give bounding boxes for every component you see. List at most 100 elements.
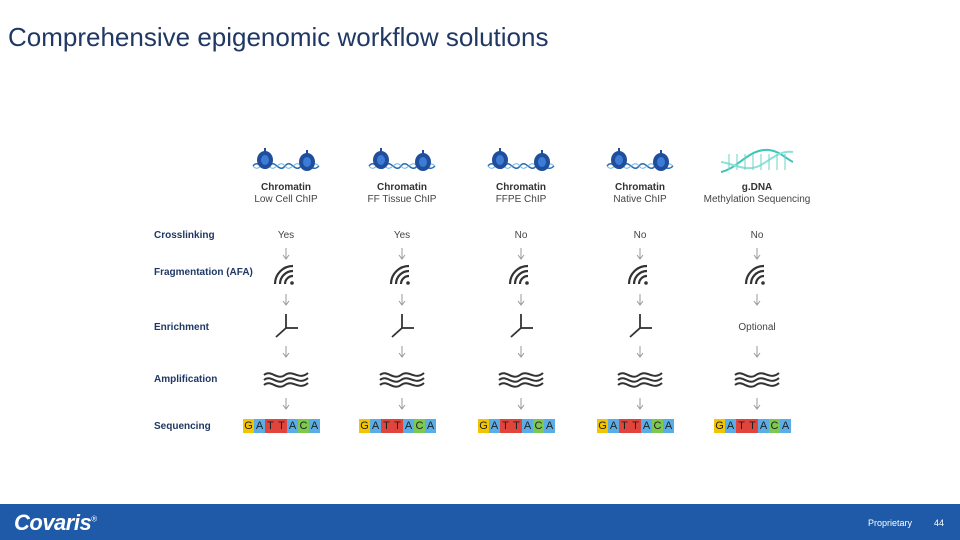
column-header-title: Chromatin: [615, 182, 665, 193]
sequence-letter: A: [725, 419, 736, 433]
page-title: Comprehensive epigenomic workflow soluti…: [8, 22, 549, 52]
sonication-wave-icon: [744, 264, 765, 285]
chromatin-icon: [368, 148, 436, 171]
chromatin-icon: [606, 148, 674, 171]
logo-trademark: ®: [91, 514, 97, 524]
sonication-wave-icon: [508, 264, 529, 285]
down-arrow-icon: [282, 294, 290, 306]
down-arrow-icon: [517, 398, 525, 410]
down-arrow-icon: [753, 398, 761, 410]
chromatin-icon: [487, 148, 555, 171]
crosslinking-value: No: [633, 230, 647, 241]
sequence-letter: C: [533, 419, 544, 433]
sequence-letter: A: [309, 419, 320, 433]
sequence-letter: C: [298, 419, 309, 433]
down-arrow-icon: [517, 248, 525, 260]
sonication-wave-icon: [627, 264, 648, 285]
column-header-subtitle: FFPE ChIP: [495, 194, 547, 205]
sequence-letter: T: [747, 419, 758, 433]
row-label-fragmentation: Fragmentation (AFA): [154, 267, 253, 278]
sequence-letter: T: [265, 419, 276, 433]
row-label-sequencing: Sequencing: [154, 421, 211, 432]
down-arrow-icon: [398, 346, 406, 358]
sequence-letter: A: [544, 419, 555, 433]
sequence-letter: A: [403, 419, 414, 433]
sequence-letter: A: [641, 419, 652, 433]
sequence-letter: T: [736, 419, 747, 433]
enrichment-value: Optional: [738, 322, 776, 333]
sequence-letter: A: [254, 419, 265, 433]
down-arrow-icon: [753, 294, 761, 306]
sequence-letter: A: [287, 419, 298, 433]
sequence-letter: A: [425, 419, 436, 433]
sequence-letter: A: [608, 419, 619, 433]
sequence-letter: G: [478, 419, 489, 433]
sequence-letter: C: [652, 419, 663, 433]
column-header-title: g.DNA: [741, 182, 773, 193]
down-arrow-icon: [636, 346, 644, 358]
column-header-subtitle: FF Tissue ChIP: [367, 194, 437, 205]
down-arrow-icon: [398, 248, 406, 260]
row-label-crosslinking: Crosslinking: [154, 230, 215, 241]
sequence-letter: G: [243, 419, 254, 433]
down-arrow-icon: [517, 294, 525, 306]
sequence-letter: A: [780, 419, 791, 433]
row-label-amplification: Amplification: [154, 374, 218, 385]
sequence-letter: A: [522, 419, 533, 433]
proprietary-label: Proprietary: [868, 518, 913, 528]
column-header-subtitle: Native ChIP: [613, 194, 667, 205]
down-arrow-icon: [517, 346, 525, 358]
sequence-letter: T: [500, 419, 511, 433]
sequence-letter: T: [381, 419, 392, 433]
down-arrow-icon: [636, 398, 644, 410]
amplification-waves-icon: [498, 372, 544, 388]
sequence-letter: A: [663, 419, 674, 433]
down-arrow-icon: [282, 398, 290, 410]
sequence-letter: T: [511, 419, 522, 433]
down-arrow-icon: [753, 346, 761, 358]
sonication-wave-icon: [389, 264, 410, 285]
antibody-icon: [510, 314, 533, 338]
sequence-letter: C: [769, 419, 780, 433]
crosslinking-value: Yes: [277, 230, 295, 241]
column-header-subtitle: Methylation Sequencing: [703, 194, 811, 205]
antibody-icon: [275, 314, 298, 338]
sequence-letter: G: [597, 419, 608, 433]
logo-text: Covaris: [14, 510, 92, 535]
down-arrow-icon: [398, 398, 406, 410]
amplification-waves-icon: [734, 372, 780, 388]
crosslinking-value: No: [514, 230, 528, 241]
sequence-letter: T: [630, 419, 641, 433]
sonication-wave-icon: [273, 264, 294, 285]
amplification-waves-icon: [263, 372, 309, 388]
crosslinking-value: No: [750, 230, 764, 241]
amplification-waves-icon: [617, 372, 663, 388]
antibody-icon: [391, 314, 414, 338]
dna-helix-icon: [720, 148, 794, 173]
sequence-letter: G: [359, 419, 370, 433]
down-arrow-icon: [636, 294, 644, 306]
sequence-letter: T: [619, 419, 630, 433]
down-arrow-icon: [282, 346, 290, 358]
sequence-letter: T: [276, 419, 287, 433]
sequence-letter: A: [489, 419, 500, 433]
antibody-icon: [629, 314, 652, 338]
footer-bar: Covaris® Proprietary 44: [0, 504, 960, 540]
chromatin-icon: [252, 148, 320, 171]
sequence-letter: T: [392, 419, 403, 433]
covaris-logo: Covaris®: [14, 510, 97, 536]
column-header-title: Chromatin: [377, 182, 427, 193]
down-arrow-icon: [398, 294, 406, 306]
sequence-letter: A: [758, 419, 769, 433]
column-header-title: Chromatin: [496, 182, 546, 193]
